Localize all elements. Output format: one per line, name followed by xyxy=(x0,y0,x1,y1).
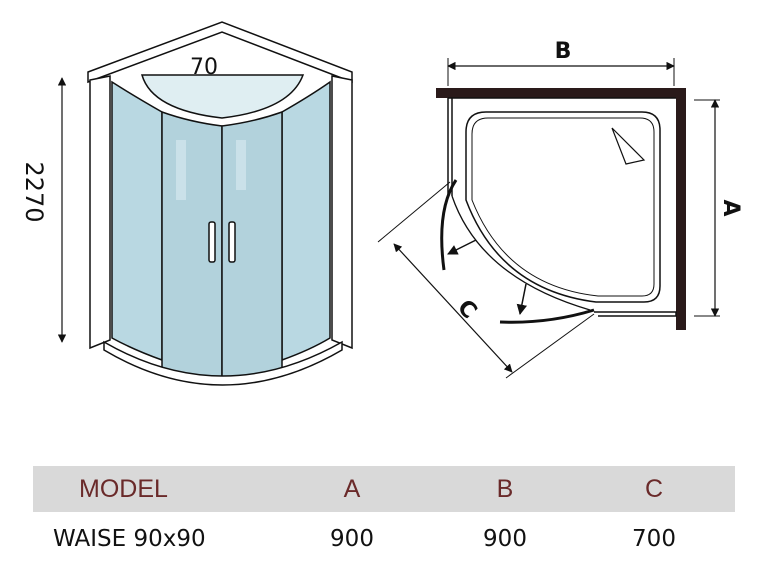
door-arrow-left xyxy=(447,239,477,255)
door-handle-right xyxy=(228,221,236,263)
dimension-c-label: C xyxy=(452,295,481,324)
drain-icon xyxy=(611,127,646,165)
side-wall xyxy=(676,88,686,330)
row-model: WAISE 90x90 xyxy=(53,526,206,552)
sliding-door-right xyxy=(499,308,595,324)
door-handle-left xyxy=(208,221,216,263)
dimension-c-line xyxy=(393,243,513,373)
glass-panel-right xyxy=(281,80,331,362)
back-wall xyxy=(436,88,686,98)
plan-view: B A C xyxy=(377,39,743,379)
door-arrow-right xyxy=(516,283,528,316)
row-c: 700 xyxy=(632,526,676,552)
base-tray xyxy=(103,340,343,386)
sliding-door-left xyxy=(440,179,458,271)
table-row: WAISE 90x90 900 900 700 xyxy=(33,512,735,566)
roof-outline xyxy=(87,21,353,84)
right-post xyxy=(331,75,353,350)
header-model: MODEL xyxy=(79,474,168,503)
header-a: A xyxy=(343,474,361,503)
row-b: 900 xyxy=(483,526,527,552)
height-label: 2270 xyxy=(20,161,48,222)
ceiling-tray xyxy=(141,74,305,119)
spec-table: MODEL A B C WAISE 90x90 900 900 700 xyxy=(33,466,735,566)
header-b: B xyxy=(496,474,514,503)
shower-tray xyxy=(465,111,661,303)
shower-diagram: 2270 70 B A xyxy=(20,21,743,386)
glass-panel-left xyxy=(111,80,163,362)
row-a: 900 xyxy=(330,526,374,552)
dimension-b-label: B xyxy=(555,39,572,64)
header-c: C xyxy=(644,474,664,503)
top-width-label: 70 xyxy=(190,55,218,80)
front-view: 2270 70 xyxy=(20,21,353,386)
left-post xyxy=(89,75,111,350)
table-header: MODEL A B C xyxy=(33,466,735,512)
dimension-a-label: A xyxy=(718,199,743,216)
frame-outline xyxy=(447,97,677,317)
